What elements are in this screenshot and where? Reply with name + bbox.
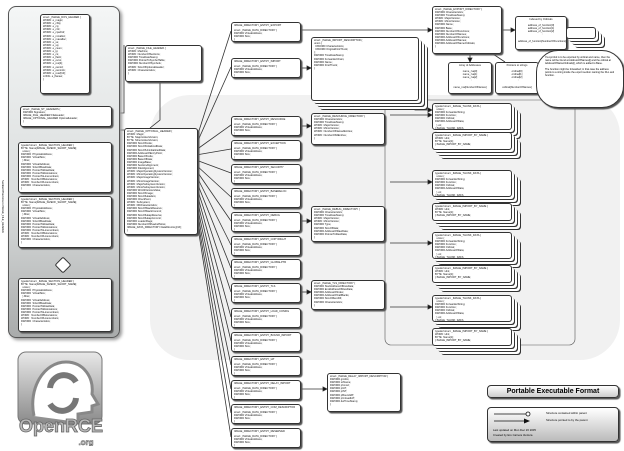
connector [195, 148, 232, 156]
connector [195, 189, 232, 318]
arrowhead [306, 65, 312, 71]
connector [195, 199, 232, 366]
file-header-box: struct _IMAGE_FILE_HEADER { WORD Machine… [125, 45, 202, 82]
connector [414, 99, 432, 111]
arrowhead [306, 289, 312, 295]
function-entries-stack [566, 27, 596, 39]
connector [195, 179, 232, 269]
arrowhead [427, 304, 433, 310]
connector [195, 169, 232, 222]
resource-directory-box: struct _IMAGE_RESOURCE_DIRECTORY { DWORD… [311, 113, 385, 145]
legend-pointed: Structure pointed to by the parent [546, 418, 588, 422]
debug-directory-box: struct _IMAGE_DEBUG_DIRECTORY { DWORD Ch… [311, 206, 385, 242]
connector [195, 174, 232, 246]
connector [195, 184, 232, 293]
connector [195, 164, 232, 198]
arrowhead [322, 386, 328, 392]
addresses-array-box: Array of Addresses name_rva[0] name_rva[… [448, 62, 492, 94]
arrowhead [467, 323, 473, 329]
created-by: Created by Ero Carrera Ventura [493, 433, 533, 437]
connector [195, 159, 232, 174]
export-note-bubble: If a symbol is to be exported by ordinal… [536, 50, 624, 108]
import-by-name-box: typedef struct _IMAGE_IMPORT_BY_NAME { W… [432, 328, 512, 346]
thunk-data-box: typedef struct _IMAGE_THUNK_DATA { union… [432, 103, 512, 130]
logo-text: OpenRCE [19, 416, 103, 436]
name-pointers-box: Pointers to strings ordinal[0] ordinal[1… [495, 62, 539, 94]
legend-contained: Structure contained within parent [546, 411, 587, 415]
thunk-data-box: typedef struct _IMAGE_THUNK_DATA { union… [432, 295, 512, 322]
nt-headers-box: struct _IMAGE_NT_HEADERS { DWORD Signatu… [20, 106, 112, 127]
import-by-name-box: typedef struct _IMAGE_IMPORT_BY_NAME { W… [432, 265, 512, 283]
arrowhead [427, 107, 433, 113]
section-header-box: typedef struct _IMAGE_SECTION_HEADER { B… [18, 278, 112, 332]
export-directory-box: struct _IMAGE_EXPORT_DIRECTORY { DWORD C… [432, 6, 502, 54]
arrowhead [427, 112, 433, 118]
connector [195, 124, 232, 151]
connector [195, 214, 232, 438]
last-updated: Last updated on Mon Dec 26 2005 [493, 428, 536, 432]
arrowhead [427, 27, 433, 33]
tls-directory-box: struct _IMAGE_TLS_DIRECTORY { DWORD Star… [311, 280, 385, 310]
connector [195, 30, 232, 141]
import-descriptor-box: struct _IMAGE_IMPORT_DESCRIPTOR { union … [311, 37, 419, 101]
arrowhead [306, 123, 312, 129]
arrowhead [467, 57, 473, 63]
thunk-data-box: typedef struct _IMAGE_THUNK_DATA { union… [432, 232, 512, 259]
thunk-data-box: typedef struct _IMAGE_THUNK_DATA { union… [432, 170, 512, 197]
sections-count-label: NumberOfSections in IMAGE_FILE_HEADER [1, 180, 4, 233]
section-header-box: typedef struct _IMAGE_SECTION_HEADER { B… [18, 196, 112, 248]
openrce-logo: OpenRCE .org [14, 350, 109, 447]
arrowhead [427, 179, 433, 185]
optional-header-box: struct _IMAGE_OPTIONAL_HEADER { WORD Mag… [124, 128, 198, 235]
ordinals-array-box: Indexed by Ordinals address_of_function[… [515, 16, 567, 50]
import-by-name-box: typedef struct _IMAGE_IMPORT_BY_NAME { W… [432, 132, 512, 150]
arrowhead [510, 27, 516, 33]
import-by-name-box: typedef struct _IMAGE_IMPORT_BY_NAME { W… [432, 203, 512, 221]
arrowhead [467, 260, 473, 266]
arrowhead [306, 218, 312, 224]
arrowhead [467, 198, 473, 204]
connector [149, 80, 161, 129]
logo-subtext: .org [78, 438, 93, 446]
connector [195, 66, 232, 146]
connector [195, 209, 232, 414]
legend: Structure contained within parent Struct… [487, 407, 619, 442]
arrowhead [427, 240, 433, 246]
connector [195, 194, 232, 342]
delay-import-descriptor-box: struct _IMAGE_DELAY_IMPORT_DESCRIPTOR { … [327, 373, 401, 412]
connector [195, 204, 232, 390]
section-header-box: typedef struct _IMAGE_SECTION_HEADER { B… [18, 142, 112, 193]
diagram-title: Portable Executable Format [487, 385, 619, 398]
dos-header-box: struct _IMAGE_DOS_HEADER { WORD e_magic;… [40, 14, 90, 94]
